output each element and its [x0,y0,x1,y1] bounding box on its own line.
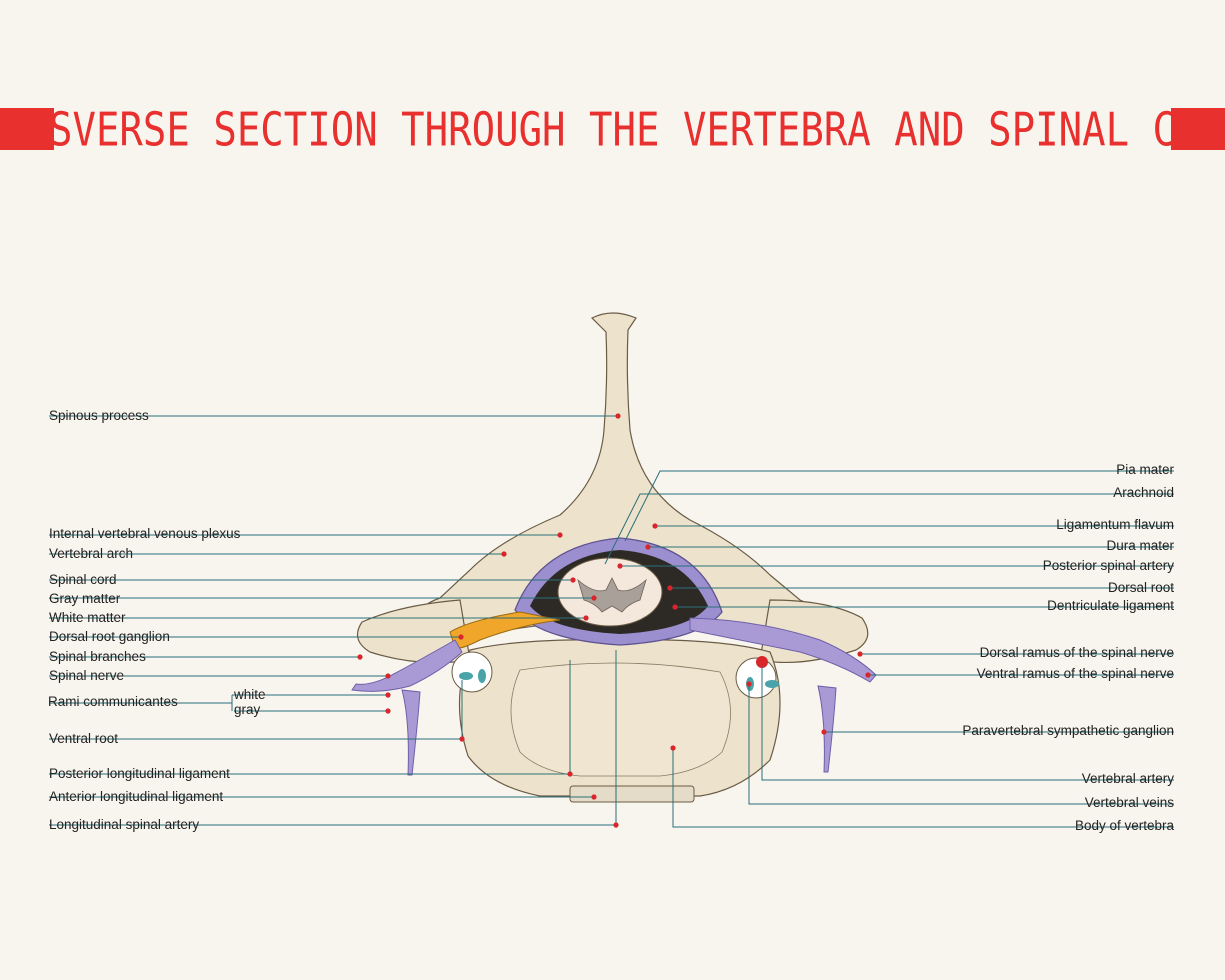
marker-body-of-vertebra [670,745,676,751]
leader-vertebral-veins [748,684,1174,805]
label-spinal-branches: Spinal branches [49,649,146,664]
marker-spinal-cord [570,577,576,583]
label-dorsal-ramus: Dorsal ramus of the spinal nerve [979,645,1174,660]
transverse-foramen-left [451,651,493,693]
label-rami-white: white [234,687,266,702]
marker-vertebral-arch [501,551,507,557]
marker-anterior-longitudinal-ligament [591,794,597,800]
label-paravertebral-sympathetic-ganglion: Paravertebral sympathetic ganglion [962,723,1174,738]
title-accent-right [1171,108,1225,150]
leader-pia-mater [624,470,1174,542]
marker-posterior-spinal-artery [617,563,623,569]
marker-spinal-branches [357,654,363,660]
marker-rami-gray [385,708,391,714]
label-longitudinal-spinal-artery: Longitudinal spinal artery [49,817,200,832]
label-ventral-root: Ventral root [49,731,119,746]
title-bar: TRANSVERSE SECTION THROUGH THE VERTEBRA … [0,103,1225,157]
marker-dura-mater [645,544,651,550]
marker-white-matter [583,615,589,621]
marker-dorsal-root [667,585,673,591]
anterior-ligament-strip [569,785,695,803]
label-anterior-longitudinal-ligament: Anterior longitudinal ligament [49,789,224,804]
label-vertebral-artery: Vertebral artery [1081,771,1174,786]
transverse-foramen-right [735,657,777,699]
marker-ventral-root [459,736,465,742]
label-pia-mater: Pia mater [1116,462,1174,477]
label-dura-mater: Dura mater [1106,538,1174,553]
marker-dorsal-ramus [857,651,863,657]
label-ventral-ramus: Ventral ramus of the spinal nerve [976,666,1174,681]
marker-spinous-process [615,413,621,419]
marker-paravertebral-sympathetic-ganglion [821,729,827,735]
marker-vertebral-veins [746,681,752,687]
vertebral-body-inner [510,662,731,777]
label-rami-gray: gray [234,702,261,717]
label-denticulate-ligament: Dentriculate ligament [1047,598,1174,613]
sympathetic-ganglion-left [401,689,421,776]
label-vertebral-veins: Vertebral veins [1084,795,1174,810]
label-spinal-cord: Spinal cord [49,572,117,587]
marker-ligamentum-flavum [652,523,658,529]
marker-gray-matter [591,595,597,601]
label-internal-vertebral-venous-plexus: Internal vertebral venous plexus [49,526,241,541]
label-dorsal-root: Dorsal root [1107,580,1174,595]
spinal-nerve-left [351,639,463,692]
leader-body-of-vertebra [672,748,1174,828]
marker-longitudinal-spinal-artery [613,822,619,828]
label-dorsal-root-ganglion: Dorsal root ganglion [49,629,170,644]
label-ligamentum-flavum: Ligamentum flavum [1056,517,1174,532]
leader-lines [49,415,1174,828]
leader-vertebral-artery [761,664,1174,781]
marker-spinal-nerve [385,673,391,679]
nerve-root-left [449,611,561,649]
page-title: TRANSVERSE SECTION THROUGH THE VERTEBRA … [0,103,1225,157]
label-spinous-process: Spinous process [49,408,149,423]
title-accent-left [0,108,54,150]
sympathetic-ganglion-right [817,685,837,773]
leader-arachnoid [604,493,1174,565]
marker-ventral-ramus [865,672,871,678]
marker-dorsal-root-ganglion [458,634,464,640]
marker-denticulate-ligament [672,604,678,610]
marker-vertebral-artery [759,661,765,667]
marker-internal-vertebral-venous-plexus [557,532,563,538]
label-gray-matter: Gray matter [49,591,121,606]
label-body-of-vertebra: Body of vertebra [1074,818,1174,833]
label-rami-communicantes: Rami communicantes [48,694,178,709]
label-posterior-spinal-artery: Posterior spinal artery [1042,558,1174,573]
spinal-nerve-right [689,617,877,683]
label-spinal-nerve: Spinal nerve [49,668,125,683]
label-vertebral-arch: Vertebral arch [49,546,134,561]
label-posterior-longitudinal-ligament: Posterior longitudinal ligament [49,766,230,781]
label-arachnoid: Arachnoid [1113,485,1174,500]
label-white-matter: White matter [49,610,126,625]
marker-posterior-longitudinal-ligament [567,771,573,777]
gray-matter-shape [577,577,647,613]
marker-dots [357,413,871,828]
marker-rami-white [385,692,391,698]
